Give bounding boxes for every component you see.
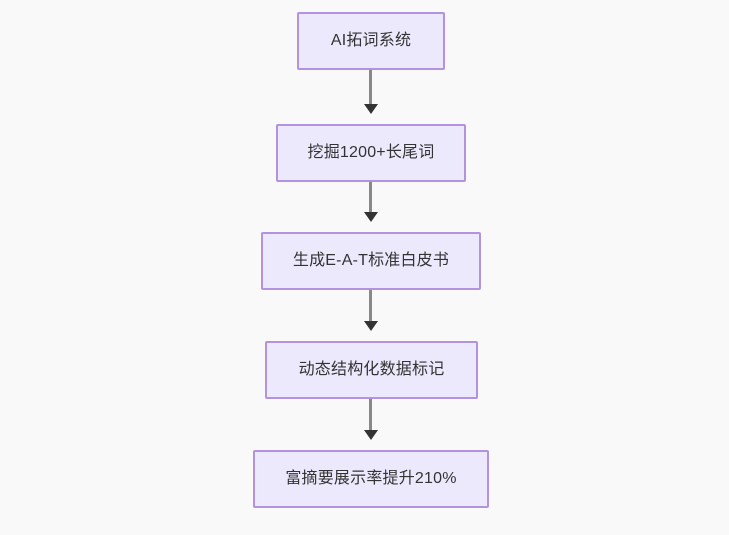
flow-edge-2-3-line [369, 182, 372, 214]
flow-edge-1-2-arrowhead [364, 104, 378, 114]
flow-node-label: 生成E-A-T标准白皮书 [292, 252, 450, 270]
flow-edge-2-3-arrowhead [364, 212, 378, 222]
flow-node-mine-longtail-keywords[interactable]: 挖掘1200+长尾词 [276, 124, 466, 182]
flow-node-label: 挖掘1200+长尾词 [307, 144, 435, 162]
flow-edge-1-2-line [369, 70, 372, 106]
flow-node-generate-eat-whitepaper[interactable]: 生成E-A-T标准白皮书 [261, 232, 481, 290]
flow-node-rich-snippet-impression-lift[interactable]: 富摘要展示率提升210% [253, 450, 489, 508]
flow-node-label: 动态结构化数据标记 [298, 361, 445, 379]
flow-edge-3-4-line [369, 290, 372, 323]
flow-node-label: AI拓词系统 [330, 32, 412, 50]
flow-edge-3-4-arrowhead [364, 321, 378, 331]
flow-node-label: 富摘要展示率提升210% [285, 470, 457, 488]
flow-edge-4-5-line [369, 399, 372, 432]
flow-node-dynamic-structured-data-markup[interactable]: 动态结构化数据标记 [265, 341, 478, 399]
flow-node-ai-keyword-system[interactable]: AI拓词系统 [297, 12, 445, 70]
flow-edge-4-5-arrowhead [364, 430, 378, 440]
